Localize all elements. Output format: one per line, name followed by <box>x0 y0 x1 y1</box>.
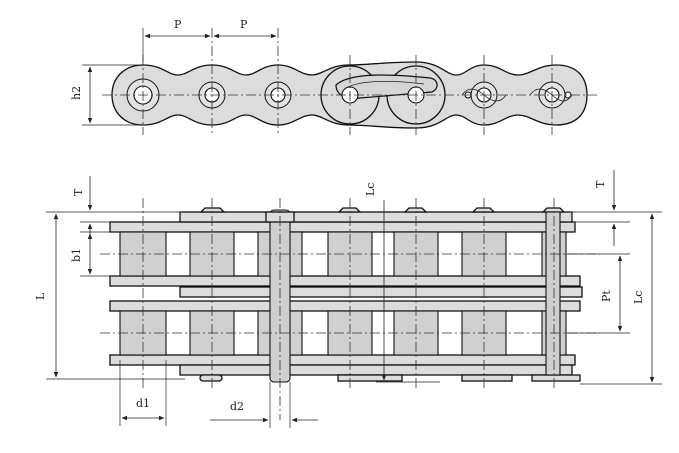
inner-width-label: b1 <box>70 248 83 262</box>
pin-diameter-label: d2 <box>230 400 244 413</box>
pin-foot-7 <box>531 374 581 382</box>
link-pin-7 <box>545 211 561 376</box>
chain-side-view: P P h2 <box>70 18 597 135</box>
plate-bar-3 <box>179 286 583 298</box>
chain-top-view: L T b1 Lc T Pt Lc d1 <box>34 170 662 428</box>
pin-head-top-6 <box>471 207 496 213</box>
plate-bar-bottom <box>179 364 573 376</box>
plate-bar-1 <box>109 221 576 233</box>
pin-foot-4 <box>337 374 403 382</box>
pin-head-top-7 <box>541 207 566 213</box>
plate-bar-5 <box>109 354 576 366</box>
pin-head-top-4 <box>337 207 362 213</box>
plate-height-label: h2 <box>70 86 83 100</box>
plate-bar-2 <box>109 275 581 287</box>
lc-center-label: Lc <box>364 183 377 196</box>
thickness-right-label: T <box>594 180 607 188</box>
pin-head-bottom-2 <box>199 374 223 382</box>
pin-head-top-2 <box>199 207 226 213</box>
overall-length-label: L <box>34 292 47 300</box>
lc-right-label: Lc <box>632 291 645 304</box>
pitch-label-left: P <box>174 18 182 31</box>
plate-bar-top <box>179 211 573 223</box>
plate-bar-4 <box>109 300 581 312</box>
spring-clip-inner <box>345 80 425 89</box>
pin-head-top-5 <box>403 207 428 213</box>
roller-diameter-label: d1 <box>136 397 150 410</box>
thickness-left-label: T <box>72 188 85 196</box>
pitch-label-right: P <box>240 18 248 31</box>
pin-foot-6 <box>461 374 513 382</box>
transverse-pitch-label: Pt <box>600 290 613 302</box>
